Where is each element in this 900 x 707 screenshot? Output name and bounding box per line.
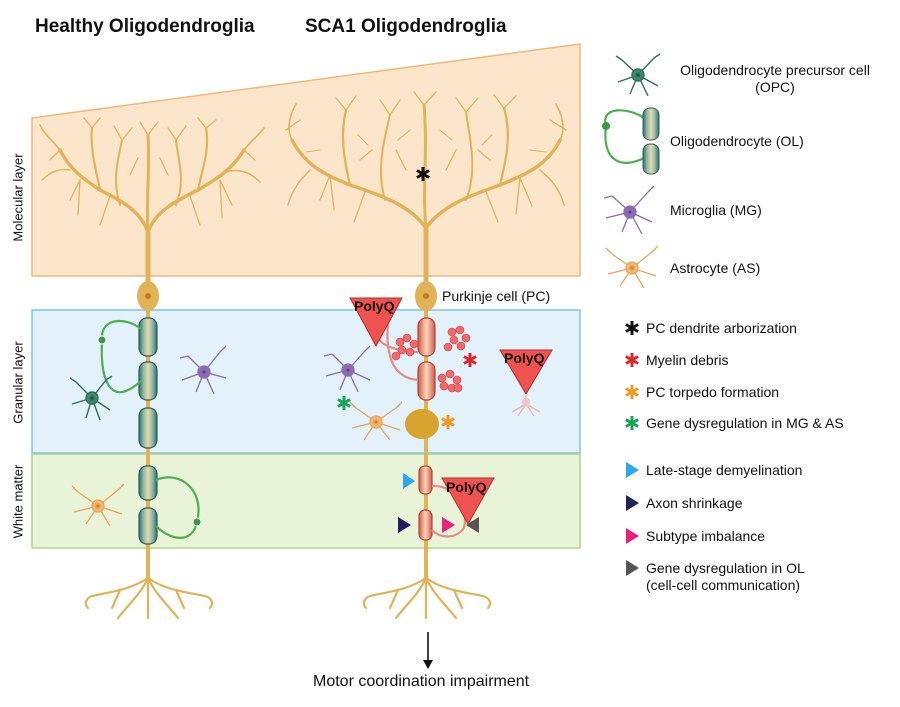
- legend-shrinkage-label: Axon shrinkage: [646, 495, 743, 511]
- polyq-label-white-matter: PolyQ: [446, 479, 487, 495]
- sca1-astrocyte-cell: [349, 401, 403, 441]
- healthy-axon-terminal: [84, 576, 214, 620]
- legend-ol-label: Oligodendrocyte (OL): [670, 133, 804, 149]
- legend-asterisk-green: [624, 414, 640, 432]
- healthy-microglia-cell: [179, 345, 227, 395]
- legend-opc-label: Oligodendrocyte precursor cell(OPC): [680, 62, 870, 95]
- sca1-purkinje-dendrites: [285, 91, 567, 285]
- molecular-layer-label: Molecular layer: [10, 153, 26, 242]
- white-matter-region: [31, 453, 581, 549]
- oligodendrocyte-icon: [602, 107, 660, 175]
- legend-dendrite-label: PC dendrite arborization: [646, 320, 797, 336]
- legend-debris-label: Myelin debris: [646, 352, 729, 368]
- sca1-myelin-sheaths: [417, 317, 436, 541]
- legend-asterisk-black: [624, 319, 640, 337]
- legend-subtype-label: Subtype imbalance: [646, 528, 766, 544]
- legend-asterisk-red: [624, 351, 640, 369]
- purkinje-label: Purkinje cell (PC): [442, 288, 551, 304]
- legend-demyelination-label: Late-stage demyelination: [646, 462, 803, 478]
- legend-torpedo-label: PC torpedo formation: [646, 384, 780, 400]
- healthy-astrocyte-cell: [71, 483, 125, 527]
- healthy-opc-cell: [69, 375, 113, 421]
- outcome-arrow: [423, 632, 433, 669]
- sca1-microglia-cell: [323, 345, 371, 393]
- healthy-myelin-sheaths: [138, 317, 158, 545]
- legend-ol-dysregulation-label: Gene dysregulation in OL(cell-cell commu…: [646, 560, 805, 593]
- legend-triangle-pink: [626, 528, 639, 544]
- legend-triangle-gray: [626, 560, 639, 576]
- polyq-triangle-purkinje: [349, 297, 403, 348]
- legend-triangle-navy: [626, 495, 639, 511]
- polyq-label-purkinje: PolyQ: [354, 298, 395, 314]
- healthy-oligodendrocyte-processes: [100, 319, 200, 539]
- legend-asterisk-orange: [624, 383, 640, 401]
- healthy-purkinje-dendrites: [39, 117, 265, 285]
- healthy-title: Healthy Oligodendroglia: [35, 16, 255, 37]
- microglia-icon: [603, 185, 655, 235]
- subtype-imbalance-arrowhead: [442, 517, 455, 533]
- granular-layer-region: [31, 309, 581, 454]
- legend-as-label: Astrocyte (AS): [670, 260, 761, 276]
- sca1-title: SCA1 Oligodendroglia: [305, 16, 507, 37]
- opc-icon: [615, 53, 661, 97]
- white-matter-label: White matter: [10, 464, 26, 539]
- polyq-triangle-white-matter: [441, 477, 495, 526]
- myelin-debris-clusters: [391, 325, 471, 393]
- conclusion-text: Motor coordination impairment: [313, 673, 530, 690]
- ol-dysregulation-arrowhead: [466, 517, 479, 533]
- legend-mg-as-label: Gene dysregulation in MG & AS: [646, 415, 844, 431]
- granular-layer-label: Granular layer: [10, 341, 26, 424]
- polyq-label-granular: PolyQ: [504, 350, 545, 366]
- axon-shrinkage-arrowhead: [398, 517, 411, 533]
- late-demyelination-arrowhead: [403, 473, 415, 489]
- legend-mg-label: Microglia (MG): [670, 202, 762, 218]
- polyq-triangle-granular: [499, 349, 553, 417]
- astrocyte-icon: [605, 245, 659, 289]
- legend-triangle-blue: [626, 462, 639, 478]
- sca1-axon-terminal: [362, 576, 492, 620]
- pc-torpedo-swelling: [405, 409, 439, 439]
